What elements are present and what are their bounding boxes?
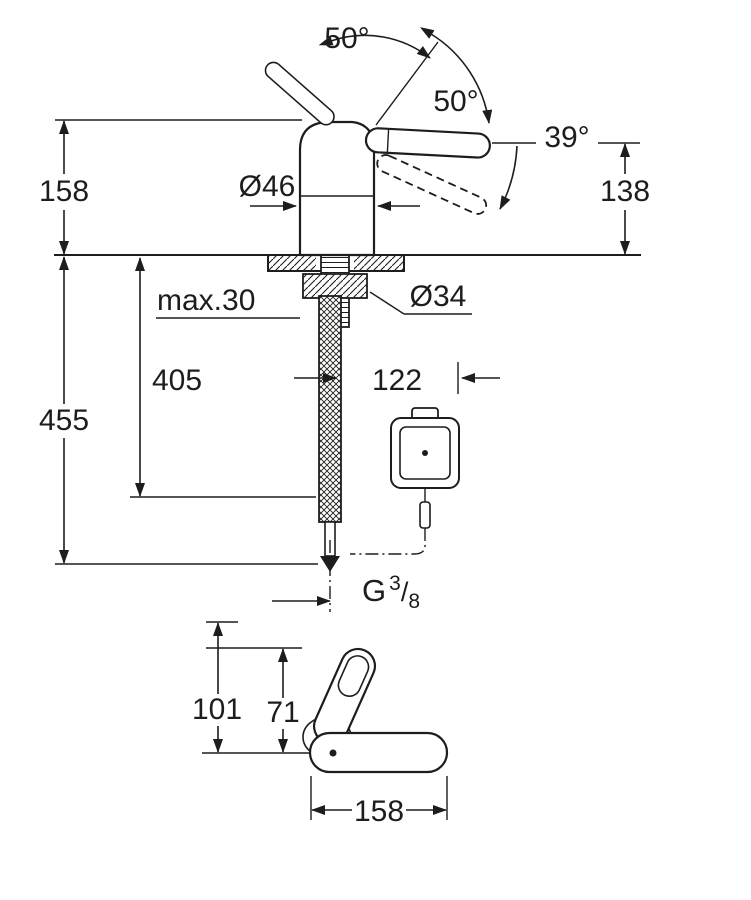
top-view: 101 71 158 (192, 621, 449, 828)
control-box (350, 407, 460, 555)
thread-denominator: 8 (408, 590, 420, 613)
lever-raised-outline (264, 61, 335, 126)
spout-axis-dot (329, 749, 337, 757)
dim-total-455: 455 (39, 256, 89, 564)
label-offset-122: 122 (372, 364, 422, 397)
spout-top-view (308, 731, 449, 774)
hose-end-fitting (320, 556, 340, 572)
label-dia-34: Ø34 (410, 280, 467, 313)
mounting-nut (302, 273, 368, 299)
control-box-dot (422, 450, 428, 456)
lever-angle-arc (499, 145, 518, 210)
label-height-158: 158 (39, 175, 89, 208)
label-swing-angle-right: 50° (433, 85, 478, 118)
dim-height-158: 158 (39, 120, 89, 255)
label-width-158: 158 (354, 795, 404, 828)
dim-width-158: 158 (311, 795, 447, 828)
label-lever-angle: 39° (544, 121, 589, 154)
label-height-138: 138 (600, 175, 650, 208)
thread-numerator: 3 (389, 572, 401, 595)
dim-depth-101: 101 (192, 622, 242, 753)
faucet-body (298, 120, 376, 257)
dim-deck-max30: max.30 (156, 284, 300, 319)
swing-arc-right (419, 27, 493, 124)
dim-dia-46: Ø46 (239, 170, 420, 211)
lever-lowered-dashed (376, 154, 488, 215)
dim-height-138: 138 (600, 143, 650, 255)
dim-dia-34: Ø34 (369, 280, 472, 315)
side-view: 50° 50° 39° 158 138 Ø46 max.30 (39, 22, 650, 613)
label-total-455: 455 (39, 404, 89, 437)
swing-angle-annotations: 50° 50° 39° (318, 22, 590, 210)
thread-slash: / (401, 577, 409, 607)
label-depth-101: 101 (192, 693, 242, 726)
supply-hose (318, 295, 342, 612)
label-depth-71: 71 (266, 696, 299, 729)
lever-handle (364, 127, 491, 159)
label-swing-angle-left: 50° (324, 22, 369, 55)
control-box-cable (350, 488, 431, 555)
label-deck-max30: max.30 (157, 284, 255, 317)
thread-prefix: G (362, 573, 386, 608)
dim-offset-122: 122 (294, 362, 500, 397)
angle-ref-line (375, 41, 439, 126)
label-hose-405: 405 (152, 364, 202, 397)
label-dia-46: Ø46 (239, 170, 296, 203)
dim-depth-71: 71 (266, 648, 300, 753)
dim-hose-405: 405 (135, 257, 202, 497)
